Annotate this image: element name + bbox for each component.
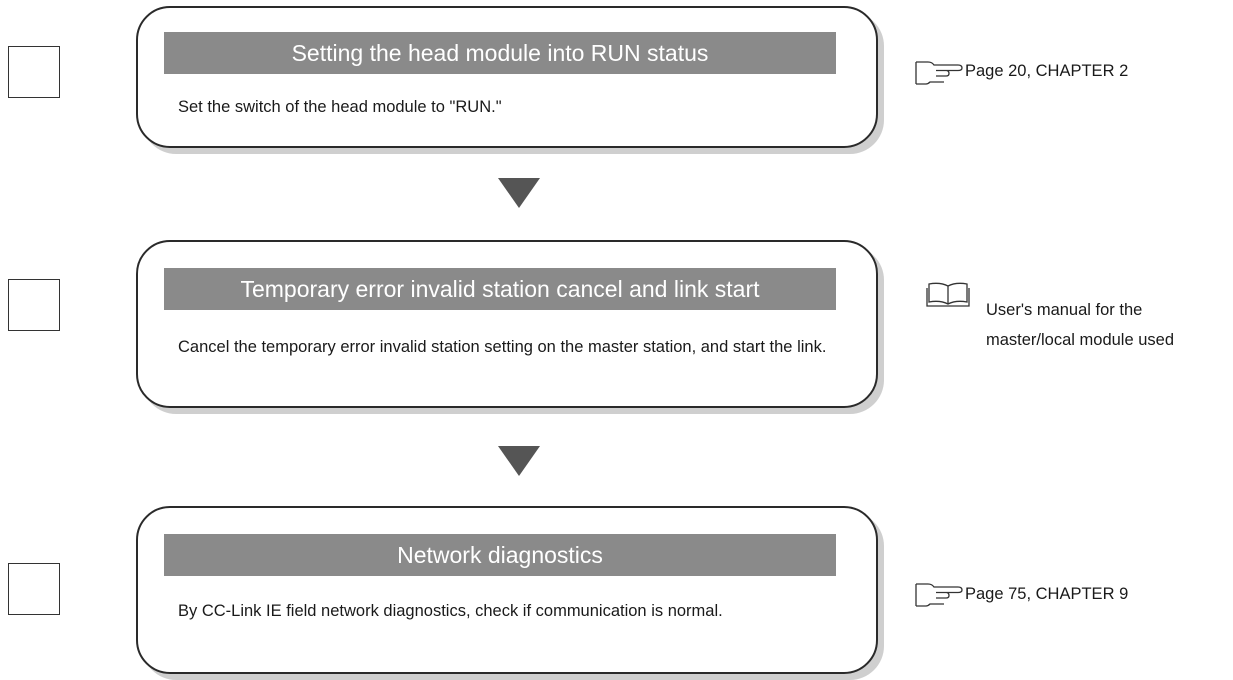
step-1-checkbox[interactable] [8, 46, 60, 98]
step-2-reference-line-1[interactable]: User's manual for the [986, 301, 1143, 319]
step-3-box: Network diagnostics By CC-Link IE field … [136, 506, 884, 680]
step-1-frame: Setting the head module into RUN status … [136, 6, 878, 148]
pointing-hand-icon [915, 583, 963, 607]
step-3-checkbox[interactable] [8, 563, 60, 615]
step-3-title: Network diagnostics [164, 534, 836, 576]
flow-arrow-2 [498, 446, 540, 476]
step-3-frame: Network diagnostics By CC-Link IE field … [136, 506, 878, 674]
step-2-frame: Temporary error invalid station cancel a… [136, 240, 878, 408]
step-1-description: Set the switch of the head module to "RU… [178, 98, 502, 116]
step-3-description: By CC-Link IE field network diagnostics,… [178, 602, 723, 620]
step-1-title: Setting the head module into RUN status [164, 32, 836, 74]
step-2-title: Temporary error invalid station cancel a… [164, 268, 836, 310]
step-1-box: Setting the head module into RUN status … [136, 6, 884, 154]
step-2-box: Temporary error invalid station cancel a… [136, 240, 884, 414]
step-2-reference-line-2[interactable]: master/local module used [986, 331, 1175, 349]
step-2-description: Cancel the temporary error invalid stati… [178, 338, 827, 356]
step-1-reference[interactable]: Page 20, CHAPTER 2 [965, 62, 1129, 80]
step-3-reference[interactable]: Page 75, CHAPTER 9 [965, 585, 1129, 603]
step-2-checkbox[interactable] [8, 279, 60, 331]
pointing-hand-icon [915, 61, 963, 85]
flow-arrow-1 [498, 178, 540, 208]
manual-book-icon [926, 282, 970, 307]
